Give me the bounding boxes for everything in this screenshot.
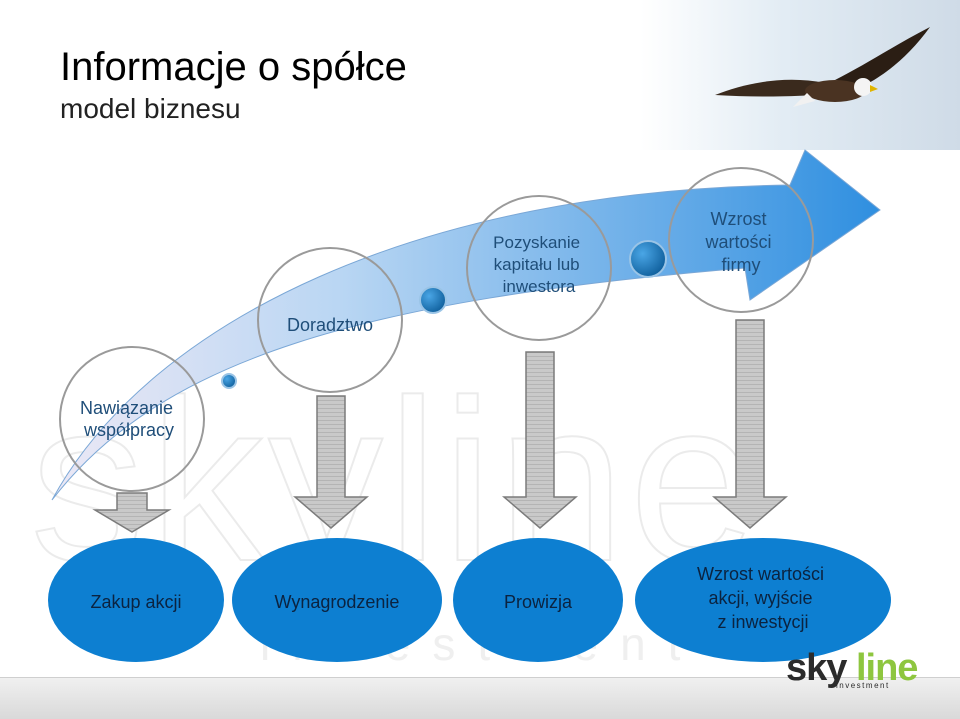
outcome-prowizja: Prowizja <box>453 538 623 662</box>
svg-text:Wzrost wartości fi: Wzrost wartości firmy <box>704 209 776 275</box>
skyline-logo: sky line investment <box>786 647 918 690</box>
svg-text:sky line: sky line <box>786 647 917 689</box>
outcome-zakup: Zakup akcji <box>48 538 224 662</box>
outcome-wynagrodzenie: Wynagrodzenie <box>232 538 442 662</box>
svg-text:Pozyskanie kapitału lub: Pozyskanie kapitału lub inwestora <box>493 233 585 296</box>
stage-wzrost-line-1: Wzrost <box>710 209 766 229</box>
logo-line: line <box>856 647 917 689</box>
down-arrow-1 <box>92 492 172 533</box>
title-block: Informacje o spółce model biznesu <box>60 44 407 126</box>
outcome-wzrost-line-3: z inwestycji <box>717 612 808 632</box>
stage-wzrost-line-2: wartości <box>704 232 771 252</box>
down-arrow-2 <box>292 395 370 529</box>
outcome-wzrost-line-1: Wzrost wartości <box>697 564 824 584</box>
progress-dot-3 <box>629 240 667 278</box>
svg-text:Nawiązanie współpracy: Nawiązanie współpracy <box>80 398 178 440</box>
progress-dot-1 <box>221 373 237 389</box>
logo-tagline: investment <box>836 681 890 690</box>
growth-arrow <box>51 149 881 501</box>
stage-pozyskanie: Pozyskanie kapitału lub inwestora <box>466 195 612 341</box>
outcome-wzrost-line-2: akcji, wyjście <box>708 588 812 608</box>
slide-subtitle: model biznesu <box>60 93 241 124</box>
stage-pozyskanie-line-3: inwestora <box>503 277 576 296</box>
stage-doradztwo: Doradztwo <box>257 247 403 393</box>
outcome-wynagrodzenie-label: Wynagrodzenie <box>275 592 400 612</box>
stage-nawiazanie-line-1: Nawiązanie <box>80 398 173 418</box>
footer-band <box>0 677 960 719</box>
slide-title: Informacje o spółce <box>60 45 407 89</box>
stage-pozyskanie-line-1: Pozyskanie <box>493 233 580 252</box>
down-arrow-3 <box>501 351 579 529</box>
logo-sky: sky <box>786 647 847 689</box>
outcome-zakup-label: Zakup akcji <box>90 592 181 612</box>
stage-nawiazanie: Nawiązanie współpracy <box>59 346 205 492</box>
stage-wzrost-line-3: firmy <box>722 255 761 275</box>
stage-pozyskanie-line-2: kapitału lub <box>494 255 580 274</box>
stage-nawiazanie-line-2: współpracy <box>83 420 174 440</box>
outcome-prowizja-label: Prowizja <box>504 592 573 612</box>
progress-dot-2 <box>419 286 447 314</box>
stage-wzrost: Wzrost wartości firmy <box>668 167 814 313</box>
outcome-wzrost-wartosci: Wzrost wartości akcji, wyjście z inwesty… <box>635 538 891 662</box>
sky-background <box>640 0 960 150</box>
eagle-icon <box>715 27 930 107</box>
svg-text:Wzrost wartości akcji, w: Wzrost wartości akcji, wyjście z inwesty… <box>697 564 829 632</box>
down-arrow-4 <box>711 319 789 529</box>
stage-doradztwo-label: Doradztwo <box>287 315 373 335</box>
